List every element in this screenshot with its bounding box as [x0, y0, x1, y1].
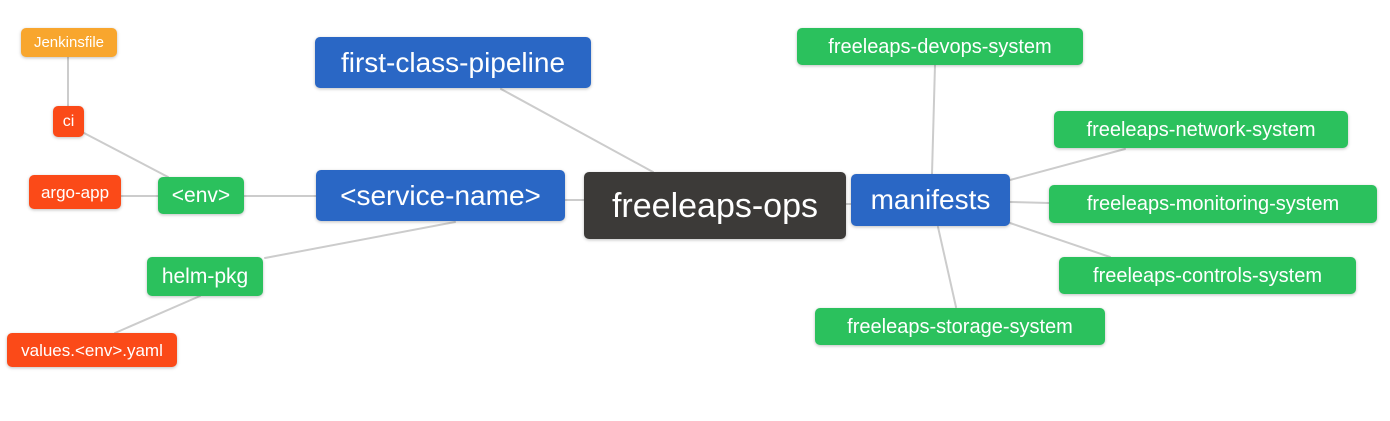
- edge-ci-to-env: [83, 132, 169, 178]
- node-freeleaps-controls-system[interactable]: freeleaps-controls-system: [1059, 257, 1356, 294]
- edge-values-env-yaml-to-helm-pkg: [114, 295, 201, 334]
- edge-first-class-pipeline-to-freeleaps-ops: [500, 88, 654, 173]
- node-jenkinsfile[interactable]: Jenkinsfile: [21, 28, 117, 57]
- node-env[interactable]: <env>: [158, 177, 244, 214]
- node-first-class-pipeline[interactable]: first-class-pipeline: [315, 37, 591, 88]
- edge-helm-pkg-to-service-name: [264, 221, 456, 259]
- edge-manifests-to-freeleaps-storage-system: [937, 226, 957, 308]
- node-freeleaps-ops[interactable]: freeleaps-ops: [584, 172, 846, 239]
- edge-manifests-to-freeleaps-devops-system: [931, 64, 936, 175]
- edge-manifests-to-freeleaps-monitoring-system: [1009, 201, 1050, 204]
- node-argo-app[interactable]: argo-app: [29, 175, 121, 209]
- node-freeleaps-monitoring-system[interactable]: freeleaps-monitoring-system: [1049, 185, 1377, 223]
- node-freeleaps-devops-system[interactable]: freeleaps-devops-system: [797, 28, 1083, 65]
- node-values-env-yaml[interactable]: values.<env>.yaml: [7, 333, 177, 367]
- edge-manifests-to-freeleaps-controls-system: [1009, 222, 1111, 258]
- node-helm-pkg[interactable]: helm-pkg: [147, 257, 263, 296]
- node-ci[interactable]: ci: [53, 106, 84, 137]
- node-manifests[interactable]: manifests: [851, 174, 1010, 226]
- node-service-name[interactable]: <service-name>: [316, 170, 565, 221]
- node-freeleaps-network-system[interactable]: freeleaps-network-system: [1054, 111, 1348, 148]
- edge-manifests-to-freeleaps-network-system: [1009, 148, 1126, 181]
- node-freeleaps-storage-system[interactable]: freeleaps-storage-system: [815, 308, 1105, 345]
